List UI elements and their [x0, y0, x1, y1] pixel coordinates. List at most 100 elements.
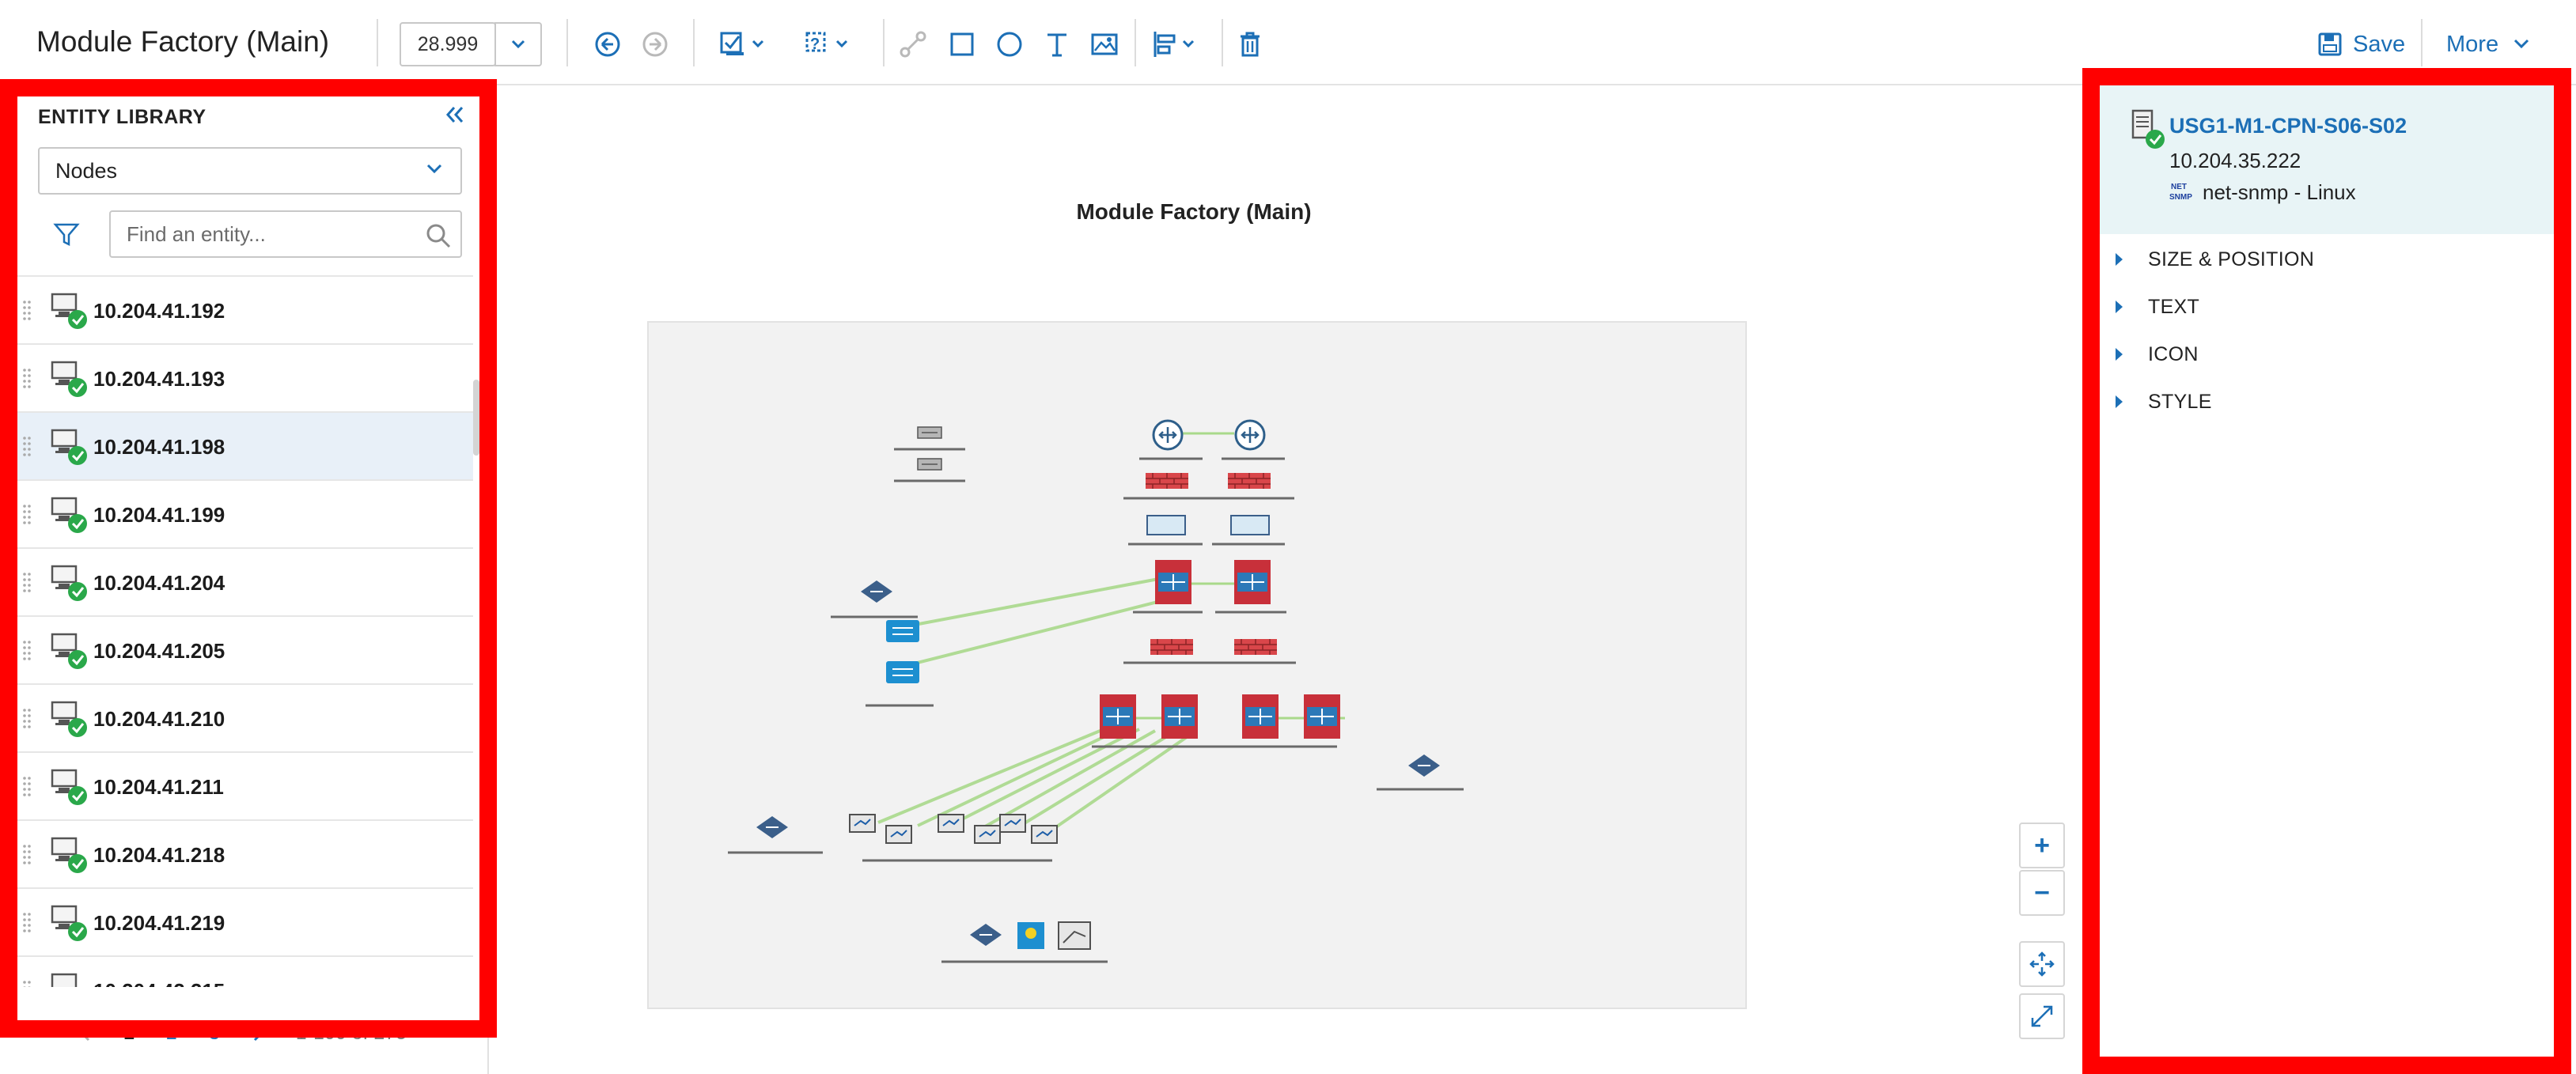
drag-handle-icon[interactable] [22, 843, 32, 867]
chevron-right-icon[interactable] [252, 1025, 264, 1042]
entity-search-input[interactable] [111, 212, 403, 256]
svg-text:SNMP: SNMP [2169, 193, 2192, 202]
list-item[interactable]: 10.204.41.204 [17, 549, 473, 617]
chevron-left-icon[interactable] [79, 1025, 92, 1042]
entity-type-select[interactable]: Nodes [38, 147, 462, 195]
align-left-icon [1154, 32, 1195, 57]
node-status-ok-icon [51, 429, 87, 465]
drag-handle-icon[interactable] [22, 775, 32, 799]
node-label: 10.204.41.193 [93, 367, 225, 391]
drag-handle-icon[interactable] [22, 707, 32, 731]
zoom-in-button[interactable]: + [2019, 823, 2065, 868]
checkbox-select-icon [720, 32, 764, 55]
circle-icon [997, 32, 1022, 57]
node-label: 10.204.41.210 [93, 707, 225, 731]
image-tool-button[interactable] [1089, 24, 1120, 65]
caret-right-icon [2116, 395, 2123, 408]
node-status-ok-icon [51, 837, 87, 873]
toolbar-divider [1222, 19, 1223, 66]
node-label: 10.204.41.218 [93, 843, 225, 867]
list-item[interactable]: 10.204.41.218 [17, 821, 473, 889]
ellipse-tool-button[interactable] [994, 24, 1025, 65]
toolbar-divider [566, 19, 568, 66]
node-label: 10.204.42.215 [93, 979, 225, 987]
zoom-dropdown-button[interactable] [494, 22, 542, 66]
selected-node-ip: 10.204.35.222 [2169, 149, 2301, 172]
page-2-link[interactable]: 2 [165, 1022, 177, 1044]
drag-handle-icon[interactable] [22, 639, 32, 663]
align-tool-button[interactable] [1150, 24, 1203, 65]
drag-handle-icon[interactable] [22, 571, 32, 595]
node-status-ok-icon [51, 565, 87, 601]
map-preview[interactable] [647, 321, 1747, 1009]
node-status-ok-icon [51, 701, 87, 737]
page-1-link[interactable]: 1 [123, 1022, 134, 1044]
center-arrows-icon [2029, 951, 2055, 977]
rectangle-tool-button[interactable] [946, 24, 978, 65]
more-menu-button[interactable]: More [2446, 24, 2530, 65]
drag-handle-icon[interactable] [22, 435, 32, 459]
node-label: 10.204.41.205 [93, 639, 225, 663]
drag-handle-icon[interactable] [22, 979, 32, 987]
network-topology-diagram [728, 419, 1464, 963]
layout-tool-button[interactable]: ? [802, 24, 854, 65]
zoom-out-button[interactable]: − [2019, 870, 2065, 916]
node-status-ok-icon [51, 769, 87, 805]
list-item[interactable]: 10.204.42.215 [17, 957, 473, 987]
entity-search [109, 210, 462, 258]
section-icon[interactable]: ICON [2116, 337, 2199, 372]
section-text[interactable]: TEXT [2116, 289, 2199, 324]
entity-list: 10.204.41.192 10.204.41.193 10.204.41.198 1… [17, 275, 473, 987]
drag-handle-icon[interactable] [22, 299, 32, 323]
drag-handle-icon[interactable] [22, 367, 32, 391]
delete-button[interactable] [1234, 24, 1266, 65]
list-item[interactable]: 10.204.41.193 [17, 345, 473, 413]
list-item[interactable]: 10.204.41.205 [17, 617, 473, 685]
filter-button[interactable] [52, 220, 81, 248]
server-status-ok-icon [2131, 109, 2165, 149]
redo-button[interactable] [639, 24, 671, 65]
node-status-ok-icon [51, 633, 87, 669]
drag-handle-icon[interactable] [22, 503, 32, 527]
connector-tool-button[interactable] [897, 24, 929, 65]
select-tool-button[interactable] [718, 24, 771, 65]
node-status-ok-icon [51, 905, 87, 941]
node-label: 10.204.41.219 [93, 911, 225, 935]
svg-text:NET: NET [2171, 183, 2187, 191]
fit-to-screen-button[interactable] [2019, 941, 2065, 987]
chevron-down-icon [426, 164, 442, 174]
list-item[interactable]: 10.204.41.192 [17, 277, 473, 345]
section-size-position[interactable]: SIZE & POSITION [2116, 242, 2314, 277]
list-item[interactable]: 10.204.41.198 [17, 413, 473, 481]
section-style[interactable]: STYLE [2116, 384, 2212, 419]
undo-button[interactable] [592, 24, 623, 65]
fullscreen-button[interactable] [2019, 993, 2065, 1039]
funnel-icon [53, 223, 80, 247]
list-scrollbar[interactable] [473, 380, 479, 456]
drag-handle-icon[interactable] [22, 911, 32, 935]
save-button[interactable]: Save [2317, 24, 2405, 65]
selected-node-os: net-snmp - Linux [2203, 180, 2356, 204]
chevron-down-icon [511, 40, 525, 49]
section-label: ICON [2148, 342, 2199, 365]
pagination: 1 2 3 1-100 of 275 [79, 1022, 407, 1045]
zoom-level-input[interactable]: 28.999 [400, 22, 496, 66]
net-snmp-icon: NET SNMP [2169, 183, 2192, 202]
node-label: 10.204.41.211 [93, 775, 224, 799]
caret-right-icon [2116, 301, 2123, 313]
link-icon [900, 31, 926, 58]
auto-layout-icon: ? [805, 32, 848, 53]
collapse-panel-button[interactable] [443, 103, 467, 127]
list-item[interactable]: 10.204.41.219 [17, 889, 473, 957]
properties-panel: USG1-M1-CPN-S06-S02 10.204.35.222 NET SN… [2097, 79, 2560, 1068]
list-item[interactable]: 10.204.41.211 [17, 753, 473, 821]
list-item[interactable]: 10.204.41.210 [17, 685, 473, 753]
list-item[interactable]: 10.204.41.199 [17, 481, 473, 549]
toolbar-divider [693, 19, 695, 66]
save-label: Save [2353, 31, 2406, 57]
node-label: 10.204.41.204 [93, 571, 225, 595]
selected-node-name[interactable]: USG1-M1-CPN-S06-S02 [2169, 114, 2407, 138]
text-tool-button[interactable] [1041, 24, 1073, 65]
page-3-link[interactable]: 3 [208, 1022, 220, 1044]
node-label: 10.204.41.199 [93, 503, 225, 527]
